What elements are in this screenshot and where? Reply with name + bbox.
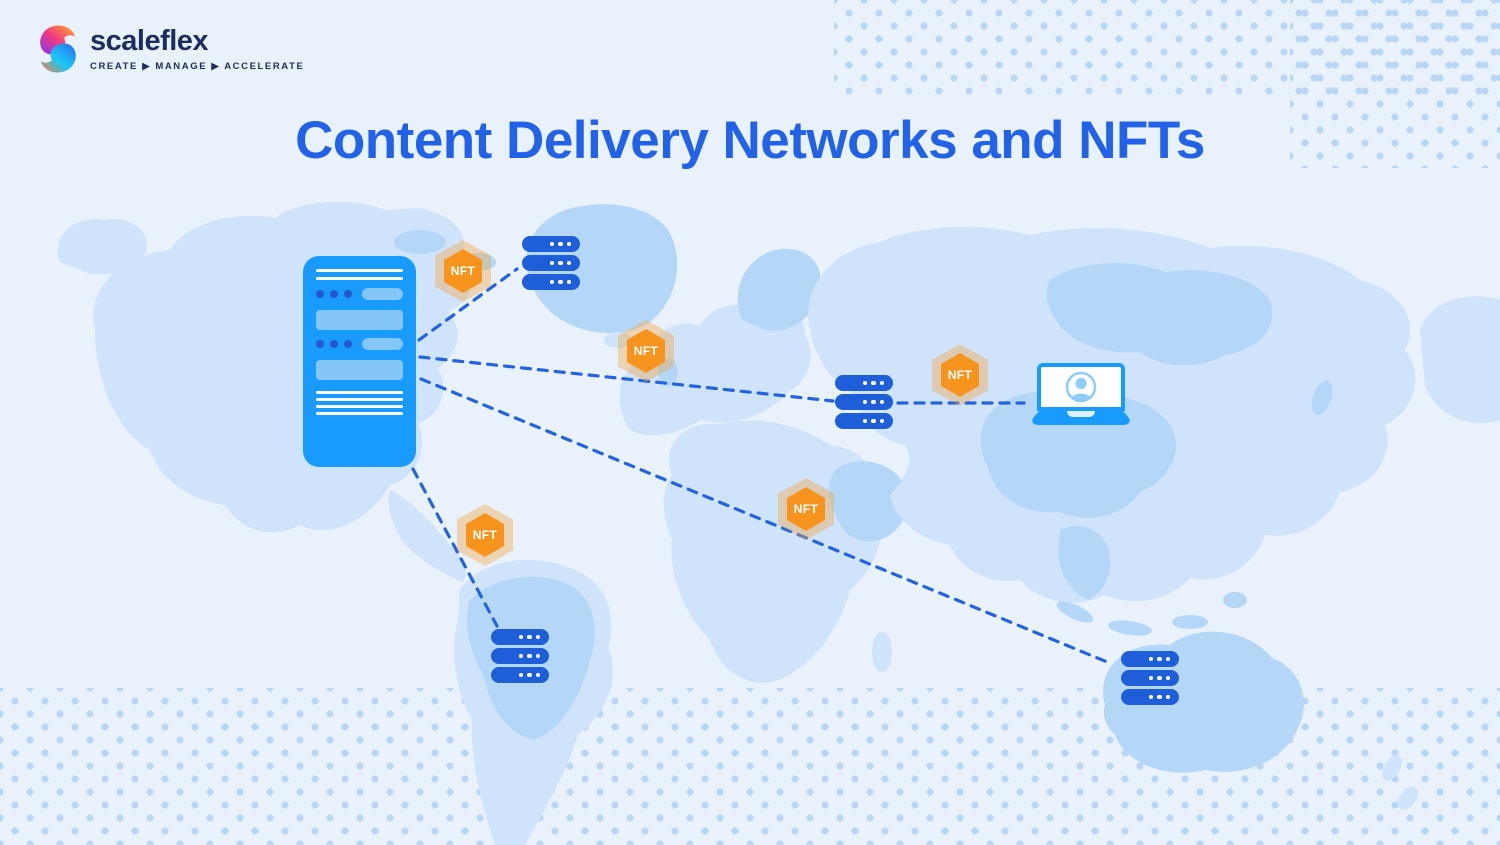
server-unit [522,274,580,290]
server-indicator-row [316,338,403,350]
nft-badge-europe: NFT [618,320,674,382]
server-unit [491,629,549,645]
indicator-pill [362,338,403,350]
laptop-screen [1037,363,1125,411]
server-unit [491,648,549,664]
edge-server-russia [835,375,893,429]
region-east-russia [1420,296,1500,424]
region-southeast-asia [1058,525,1111,600]
dashed-connection-origin-to-russia [418,355,835,403]
nft-badge-middle-east: NFT [778,478,834,540]
page-title: Content Delivery Networks and NFTs [295,111,1205,170]
island [1056,601,1094,623]
region-siberia [1046,262,1273,366]
edge-server-australia [1121,651,1179,705]
server-detail-line [316,398,403,401]
user-avatar-icon [1065,371,1097,403]
region-central-america [388,490,466,582]
edge-server-south-america [491,629,549,683]
server-unit [522,255,580,271]
nft-badge-central-asia: NFT [932,344,988,406]
region-new-zealand [1398,786,1418,810]
continent-africa [663,420,881,683]
server-unit [491,667,549,683]
hexagon-icon: NFT [444,249,482,293]
indicator-dot [330,290,338,298]
server-detail-line [316,412,403,415]
server-detail-line [316,269,403,272]
scaleflex-logo: scaleflex CREATE ▶ MANAGE ▶ ACCELERATE [36,22,304,76]
server-unit [1121,651,1179,667]
region-alaska [57,219,147,275]
server-unit [1121,689,1179,705]
indicator-dot [344,340,352,348]
server-unit [835,375,893,391]
continent-europe [619,304,811,436]
logo-tagline: CREATE ▶ MANAGE ▶ ACCELERATE [90,60,305,72]
nft-label: NFT [450,264,476,278]
logo-brand-text: scaleflex [90,24,209,57]
nft-label: NFT [947,368,973,382]
region-new-zealand [1382,755,1402,781]
island [1223,592,1247,608]
arctic-island [394,230,446,254]
indicator-dot [316,340,324,348]
user-laptop-icon [1029,363,1133,428]
origin-server-icon [303,256,416,467]
server-drive-bar [316,310,403,330]
nft-badge-central-america: NFT [457,504,513,566]
indicator-pill [362,288,403,300]
region-iceland [604,332,632,348]
laptop-base [1029,411,1133,430]
server-detail-line [316,405,403,408]
nft-label: NFT [793,502,819,516]
server-unit [522,236,580,252]
dashed-connection-origin-to-australia [419,377,1114,666]
nft-label: NFT [633,344,659,358]
dashed-connection-origin-to-greenland [417,267,519,342]
server-unit [835,394,893,410]
island [1172,615,1208,629]
indicator-dot [330,340,338,348]
nft-label: NFT [472,528,498,542]
server-vent-lines [316,391,403,415]
server-unit [1121,670,1179,686]
island [1108,620,1152,636]
server-detail-line [316,391,403,394]
region-madagascar [872,632,892,672]
indicator-dot [344,290,352,298]
indicator-dot [316,290,324,298]
region-japan [1311,380,1333,416]
server-unit [835,413,893,429]
server-drive-bar [316,360,403,380]
edge-server-greenland [522,236,580,290]
server-indicator-row [316,288,403,300]
nft-badge-north-atlantic: NFT [435,240,491,302]
region-middle-east [828,461,909,542]
region-scandinavia [737,248,821,331]
scaleflex-logo-icon [40,25,76,73]
laptop-hinge-notch [1067,411,1095,417]
region-uk [658,358,678,386]
server-detail-line [316,277,403,280]
dashed-connection-origin-to-south-america [411,467,499,628]
